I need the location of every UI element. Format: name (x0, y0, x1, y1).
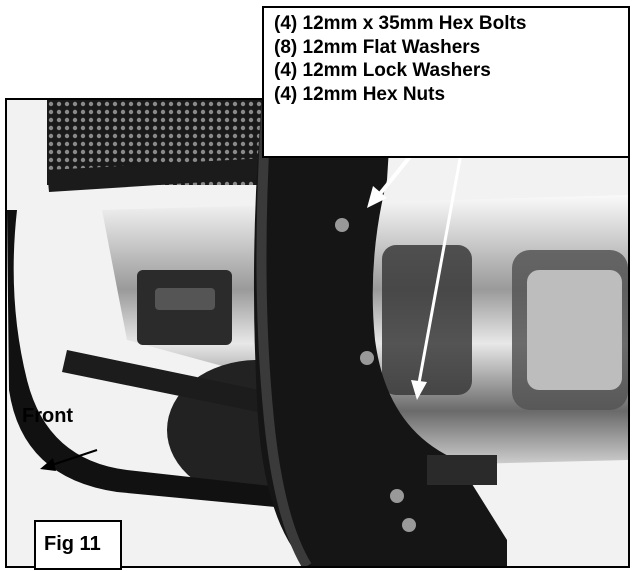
front-arrow (51, 449, 98, 466)
pointer-arrow-1-head (367, 186, 387, 208)
hardware-line-bolts: (4) 12mm x 35mm Hex Bolts (274, 13, 527, 34)
bolt-2 (360, 351, 374, 365)
bolt-4 (402, 518, 416, 532)
guard-upright-edge (256, 100, 312, 566)
bolt-3 (390, 489, 404, 503)
grille-guard-photo (5, 98, 630, 568)
bumper-slot-1 (382, 245, 472, 395)
figure-number-label: Fig 11 (34, 520, 122, 570)
hardware-line-flat-washers: (8) 12mm Flat Washers (274, 36, 481, 58)
hardware-line-hex-nuts: (4) 12mm Hex Nuts (274, 83, 446, 105)
bumper-slot-2-inner (527, 270, 622, 390)
bolt-1 (335, 218, 349, 232)
hardware-callout: (4) 12mm x 35mm Hex Bolts (8) 12mm Flat … (262, 6, 630, 158)
guard-lower-tube (62, 350, 307, 422)
tow-plate-hole (155, 288, 215, 310)
guard-upper-tube (47, 158, 269, 192)
front-arrow-head (40, 458, 56, 471)
front-direction-label: Front (22, 405, 74, 427)
hardware-line-lock-washers: (4) 12mm Lock Washers (274, 60, 491, 81)
guard-upright (253, 100, 507, 566)
grille-guard-illustration (7, 100, 628, 566)
pointer-arrow-2 (417, 147, 464, 384)
hitch-bracket (427, 455, 497, 485)
pointer-arrow-2-head (411, 380, 427, 400)
